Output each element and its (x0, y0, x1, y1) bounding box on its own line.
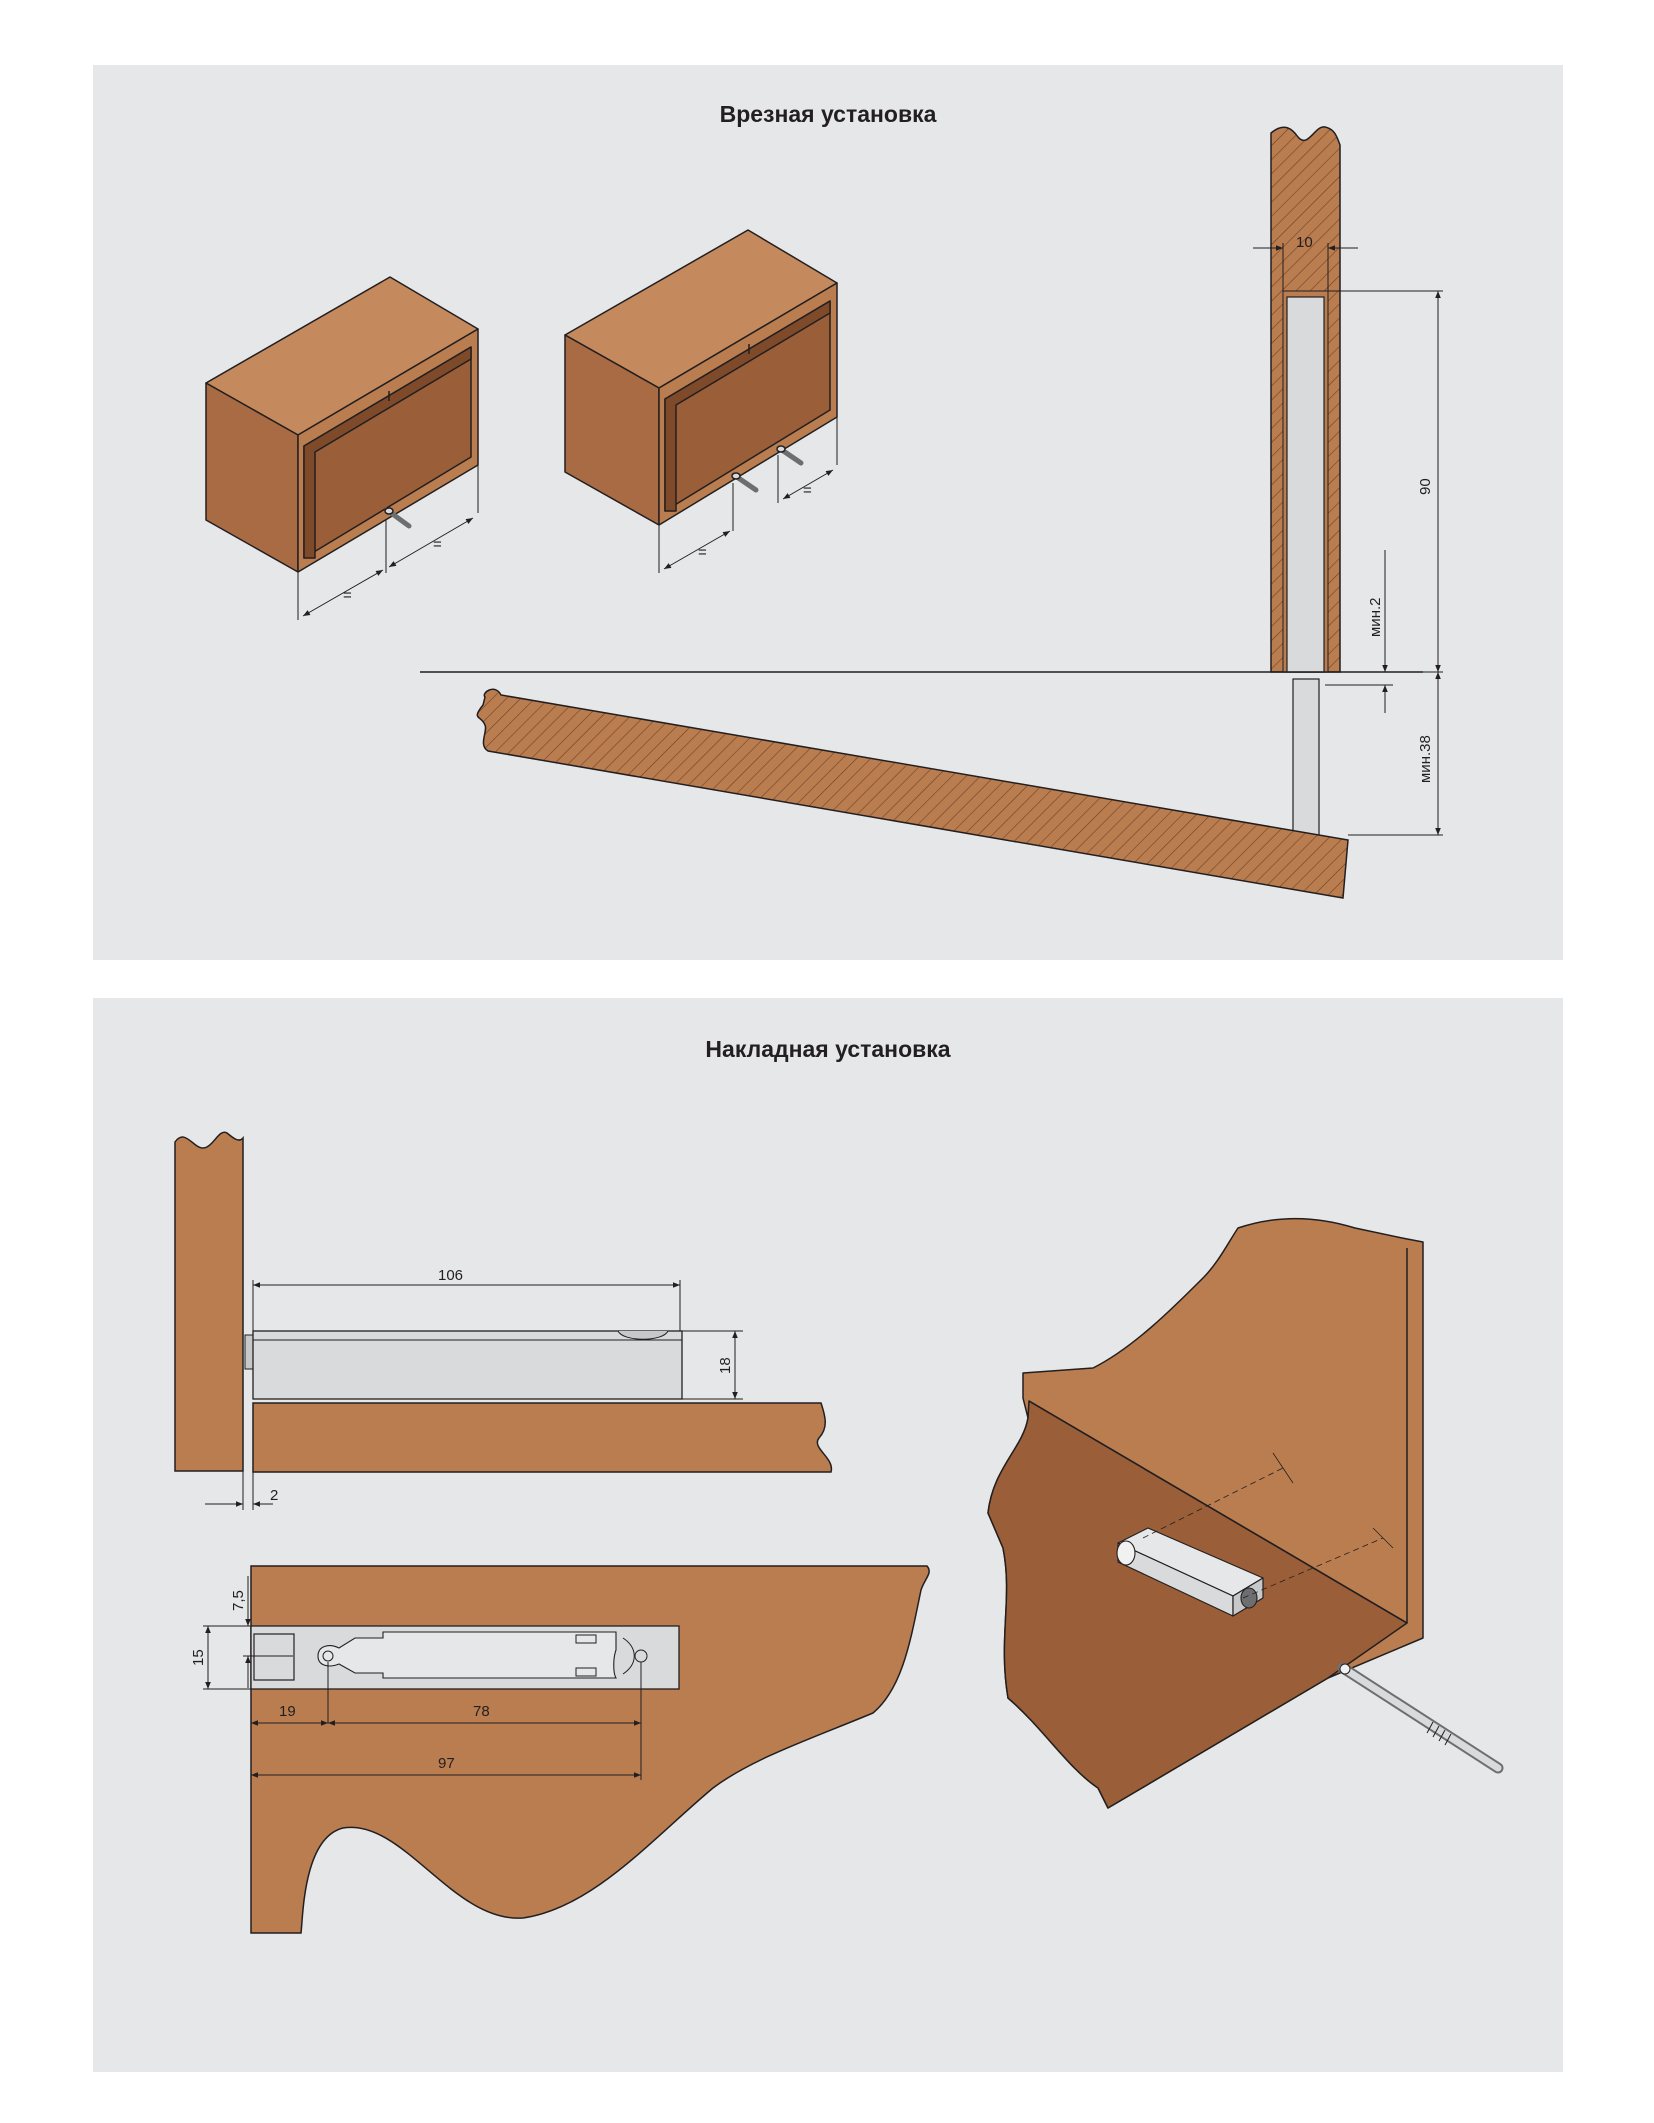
panel-title-mortise: Врезная установка (719, 101, 937, 127)
dim-horizontal-19-78-97 (251, 1662, 642, 1780)
dim-label-106: 106 (438, 1267, 463, 1284)
dim-label-18: 18 (717, 1357, 734, 1374)
dim-width-10 (1253, 243, 1358, 291)
side-section-view (174, 1131, 833, 1473)
dim-label-19: 19 (279, 1703, 296, 1720)
panel-overlay-installation: Накладная установка 106 1 (93, 998, 1563, 2072)
dim-height-18 (682, 1330, 743, 1400)
dim-min-2 (1325, 550, 1393, 713)
dim-label-15: 15 (190, 1649, 207, 1666)
dim-label-10: 10 (1296, 234, 1313, 251)
dim-gap-2 (205, 1471, 273, 1510)
cabinet-double-latch (564, 229, 838, 573)
dim-equal-1b: = (433, 536, 442, 553)
dim-length-106 (252, 1280, 681, 1331)
door-section-open (476, 688, 1349, 899)
panel-mortise-installation: Врезная установка (93, 65, 1563, 960)
dim-label-min38: мин.38 (1417, 735, 1434, 783)
dim-label-90: 90 (1417, 478, 1434, 495)
latch-pin-extended (1292, 678, 1320, 836)
dim-offset-7-5-and-15 (203, 1576, 293, 1690)
dim-min-38 (1348, 672, 1443, 836)
dim-equal-1a: = (343, 587, 352, 604)
mortise-diagram: = = = = (205, 126, 1443, 899)
dim-equal-2b: = (803, 482, 812, 499)
overlay-diagram: 106 18 2 (174, 1131, 1504, 1934)
isometric-corner-view (987, 1217, 1504, 1809)
dim-label-7-5: 7,5 (230, 1590, 247, 1611)
section-vertical-panel (1270, 126, 1341, 673)
dim-height-90 (1328, 290, 1443, 673)
cabinet-single-latch (205, 276, 479, 620)
dim-label-2: 2 (270, 1487, 278, 1504)
dim-label-78: 78 (473, 1703, 490, 1720)
dim-equal-2a: = (698, 544, 707, 561)
dim-label-97: 97 (438, 1755, 455, 1772)
panel-title-overlay: Накладная установка (705, 1036, 951, 1062)
top-view (250, 1565, 930, 1934)
dim-label-min2: мин.2 (1367, 598, 1384, 638)
